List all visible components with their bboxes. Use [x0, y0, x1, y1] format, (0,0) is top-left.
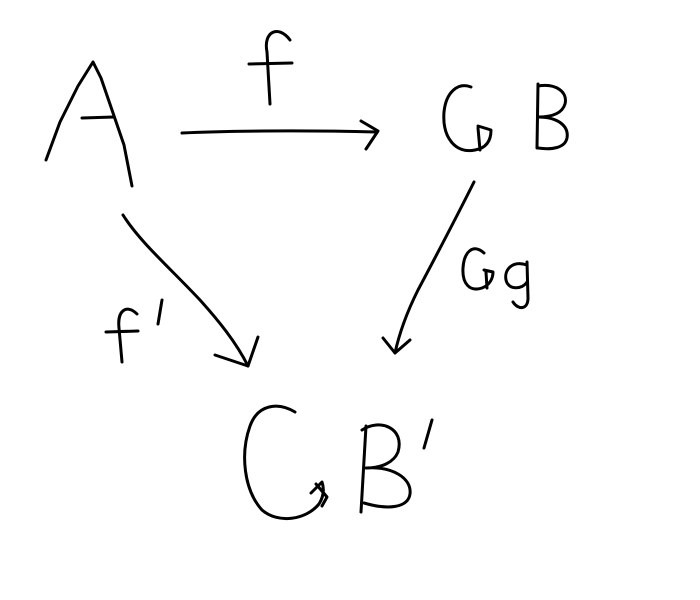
node-gb: GB — [442, 82, 569, 153]
edge-f-prime: f′ — [104, 213, 260, 368]
edge-f-prime-label: f′ — [104, 298, 164, 364]
edge-f: f — [180, 30, 380, 151]
node-a: A — [44, 60, 134, 188]
edge-gg: Gg — [381, 180, 530, 355]
edge-f-label: f — [247, 30, 294, 106]
node-gb-prime: GB′ — [243, 404, 434, 521]
edge-gg-label: Gg — [461, 247, 530, 309]
